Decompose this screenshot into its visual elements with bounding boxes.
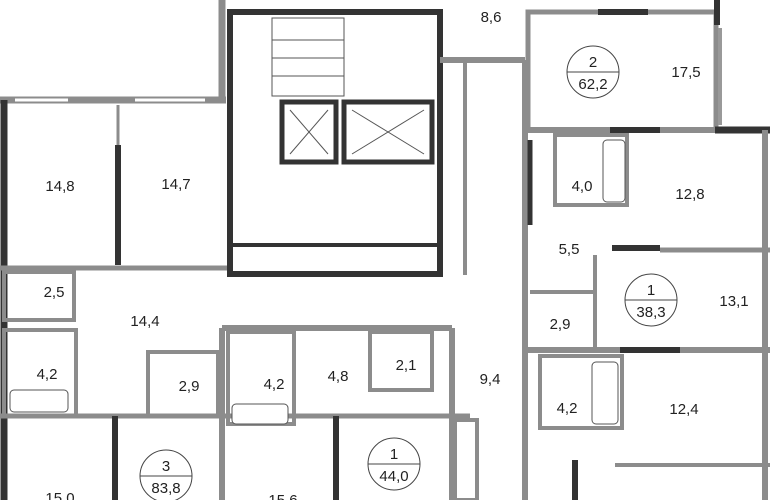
room-area: 4,2 (37, 366, 58, 383)
apartment-badge-2: 2 62,2 (566, 45, 620, 99)
apartment-badge-3: 3 83,8 (139, 449, 193, 500)
room-area: 2,1 (396, 357, 417, 374)
apartment-area: 38,3 (636, 304, 665, 321)
room-area: 9,4 (480, 371, 501, 388)
apartment-rooms: 1 (390, 446, 398, 463)
room-area: 4,2 (264, 376, 285, 393)
room-area: 5,5 (559, 241, 580, 258)
apartment-badges: 2 62,2 1 38,3 3 83,8 1 44,0 (139, 45, 678, 500)
room-labels: 8,6 17,5 14,8 14,7 4,0 12,8 5,5 13,1 2,5… (37, 9, 749, 500)
apartment-area: 62,2 (578, 76, 607, 93)
room-area: 17,5 (671, 64, 700, 81)
apartment-area: 44,0 (379, 468, 408, 485)
apartment-rooms: 1 (647, 282, 655, 299)
room-area: 14,4 (130, 313, 159, 330)
room-area: 15,0 (45, 490, 74, 500)
apartment-rooms: 3 (162, 458, 170, 475)
room-area: 14,8 (45, 178, 74, 195)
room-area: 13,1 (719, 293, 748, 310)
room-area: 12,4 (669, 401, 698, 418)
room-area: 4,8 (328, 368, 349, 385)
room-area: 2,5 (44, 284, 65, 301)
room-area: 14,7 (161, 176, 190, 193)
room-area: 4,2 (557, 400, 578, 417)
apartment-badge-1b: 1 44,0 (367, 437, 421, 491)
room-area: 2,9 (179, 378, 200, 395)
room-area: 8,6 (481, 9, 502, 26)
apartment-rooms: 2 (589, 54, 597, 71)
room-area: 2,9 (550, 316, 571, 333)
room-area: 12,8 (675, 186, 704, 203)
room-area: 4,0 (572, 178, 593, 195)
apartment-area: 83,8 (151, 480, 180, 497)
room-area: 15,6 (268, 492, 297, 500)
apartment-badge-1a: 1 38,3 (624, 273, 678, 327)
